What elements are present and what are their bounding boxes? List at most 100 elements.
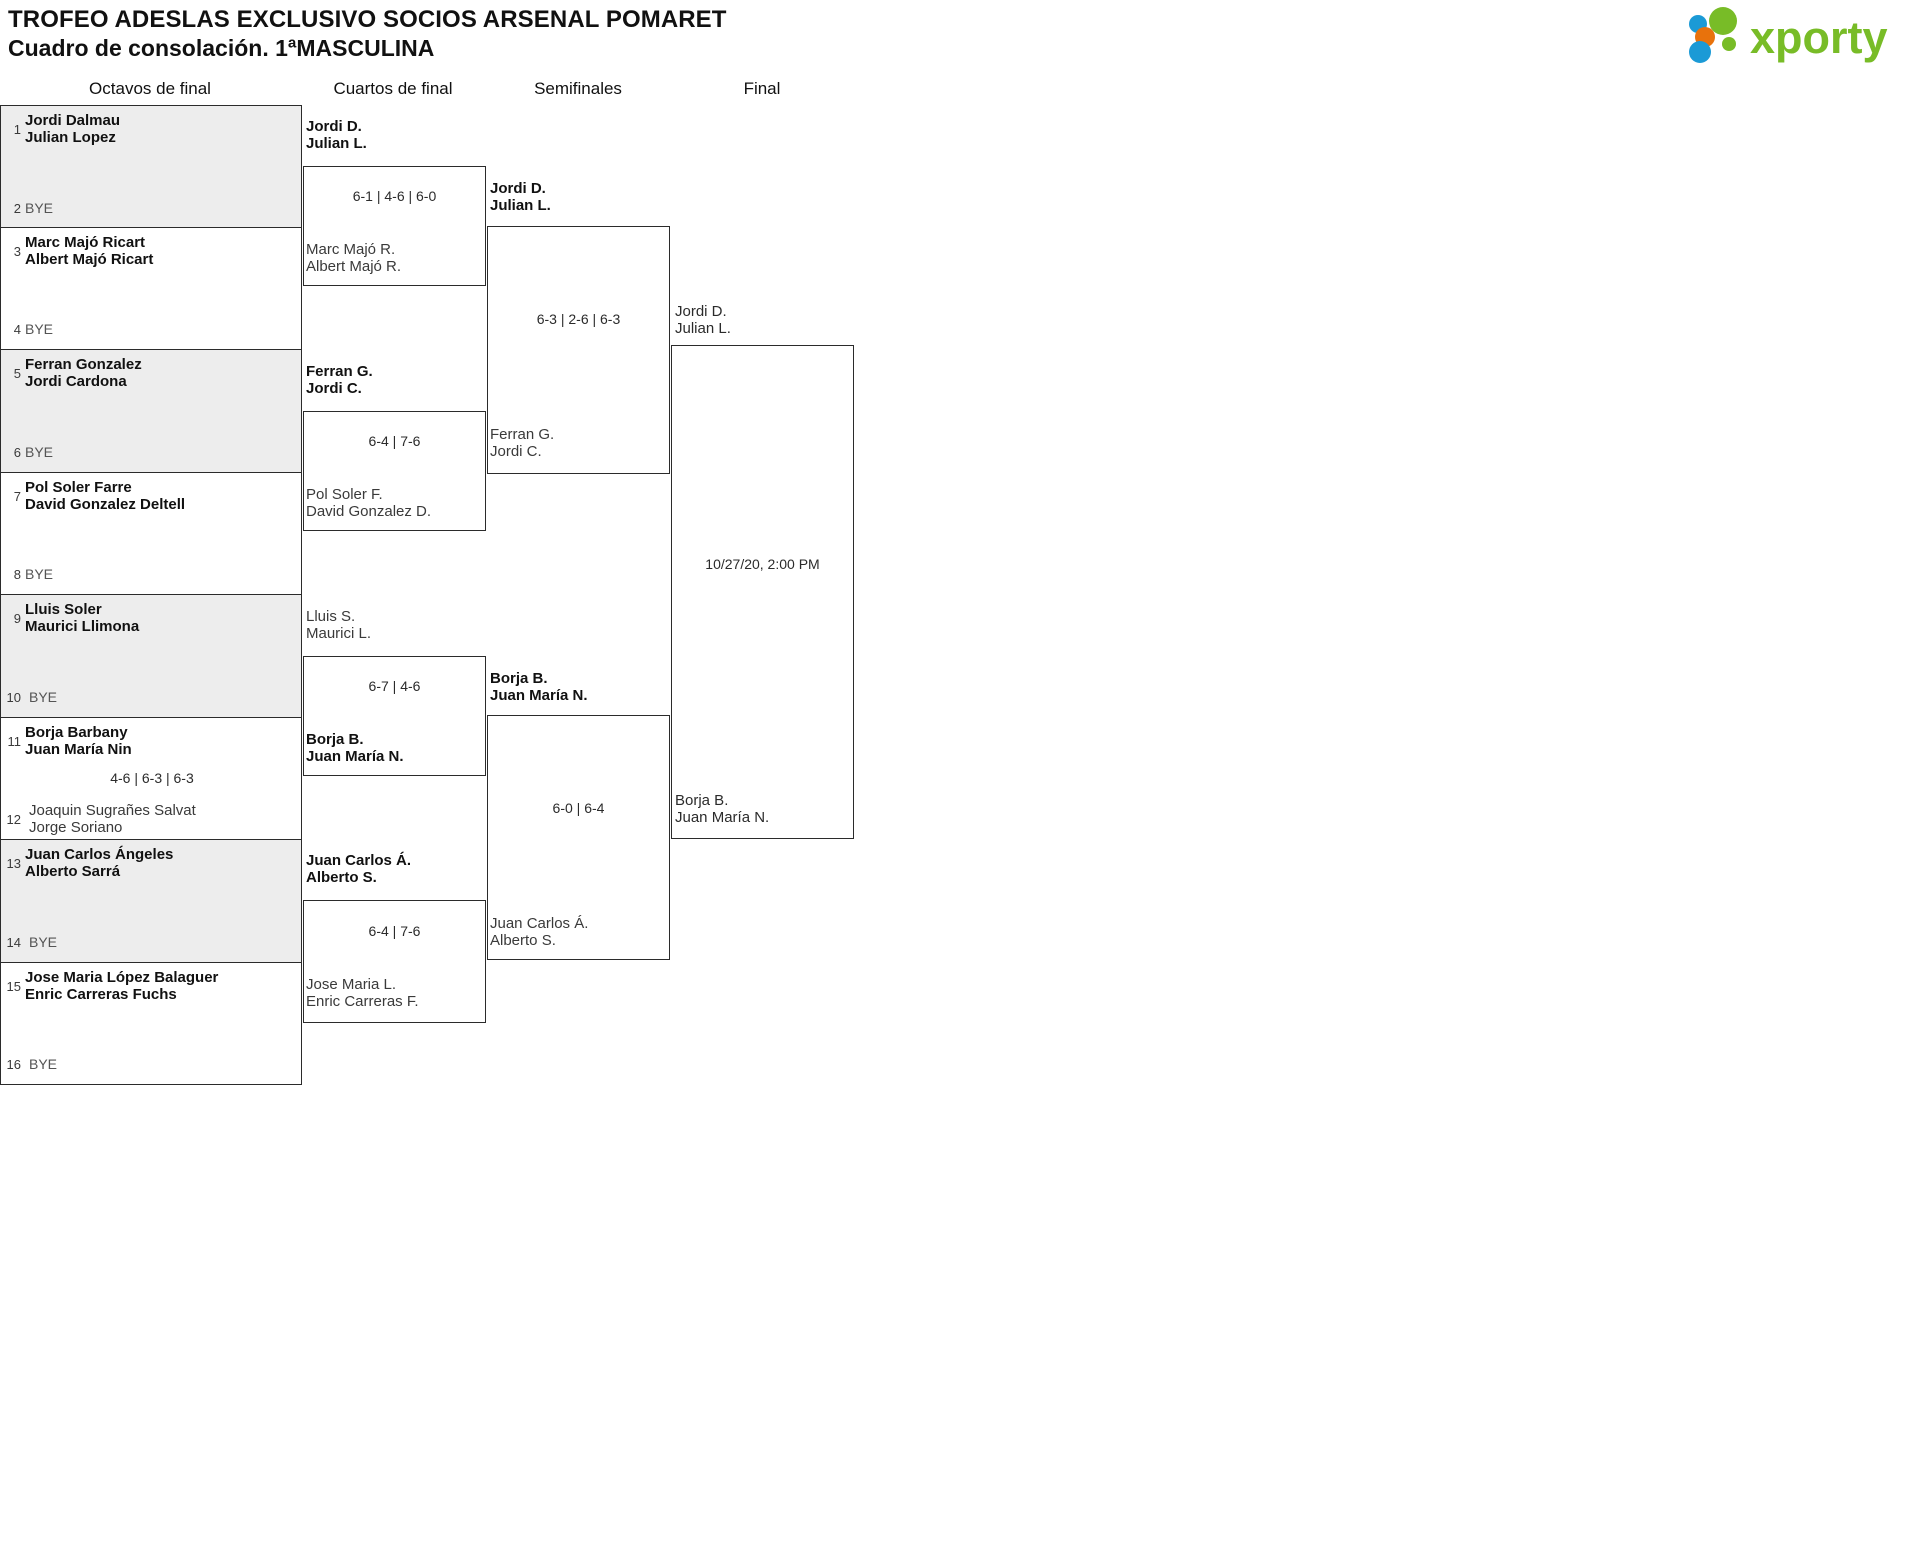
page-header: TROFEO ADESLAS EXCLUSIVO SOCIOS ARSENAL … [0, 0, 1920, 70]
seed-number-13: 13 [6, 856, 21, 871]
sf1-bottom-entrant: Ferran G. Jordi C. [490, 426, 554, 460]
qf4-bottom-entrant: Jose Maria L. Enric Carreras F. [306, 976, 419, 1010]
final-top-line2: Julian L. [675, 320, 731, 337]
seed-number-2: 2 [13, 201, 21, 216]
r1-entrant-8-bye: BYE [25, 566, 54, 582]
r1-entrant-16-bye: BYE [29, 1056, 58, 1072]
qf1-bottom-line1: Marc Majó R. [306, 241, 396, 258]
r1-group-8[interactable]: 15 Jose Maria López Balaguer Enric Carre… [0, 963, 302, 1085]
title-block: TROFEO ADESLAS EXCLUSIVO SOCIOS ARSENAL … [8, 6, 727, 62]
bracket-subtitle: Cuadro de consolación. 1ªMASCULINA [8, 35, 435, 61]
seed-number-4: 4 [13, 322, 21, 337]
sf2-bottom-line2: Alberto S. [490, 932, 556, 949]
qf1-bottom-entrant: Marc Majó R. Albert Majó R. [306, 241, 401, 275]
qf3-bottom-line1: Borja B. [306, 731, 364, 748]
sf2-top-entrant: Borja B. Juan María N. [490, 670, 588, 704]
r1-entrant-3: Marc Majó Ricart Albert Majó Ricart [25, 234, 153, 268]
sf1-bottom-line2: Jordi C. [490, 443, 542, 460]
sf2-bottom-line1: Juan Carlos Á. [490, 915, 589, 932]
seed-number-5: 5 [13, 366, 21, 381]
logo-dot-blue-bottom [1689, 41, 1711, 63]
qf2-bottom-line2: David Gonzalez D. [306, 503, 432, 520]
r1-entrant-1: Jordi Dalmau Julian Lopez [25, 112, 120, 146]
seed-number-16: 16 [6, 1057, 21, 1072]
r1-entrant-13-line1: Juan Carlos Ángeles [25, 846, 174, 863]
r1-group-2[interactable]: 3 Marc Majó Ricart Albert Majó Ricart 4 … [0, 228, 302, 350]
r1-entrant-12-line2: Jorge Soriano [29, 819, 123, 836]
final-bottom-line1: Borja B. [675, 792, 729, 809]
r1-entrant-15-line1: Jose Maria López Balaguer [25, 969, 219, 986]
qf1-bottom-line2: Albert Majó R. [306, 258, 402, 275]
r1-entrant-12: Joaquin Sugrañes Salvat Jorge Soriano [29, 802, 196, 836]
logo-dot-green-small [1722, 37, 1736, 51]
seed-number-1: 1 [13, 122, 21, 137]
seed-number-8: 8 [13, 567, 21, 582]
r1-entrant-15: Jose Maria López Balaguer Enric Carreras… [25, 969, 218, 1003]
seed-number-3: 3 [13, 244, 21, 259]
xporty-logo-svg: xporty [1689, 7, 1888, 63]
r1-group-1[interactable]: 1 Jordi Dalmau Julian Lopez 2 BYE [0, 105, 302, 228]
r1-entrant-5-line2: Jordi Cardona [25, 373, 127, 390]
r1-match-6-score: 4-6 | 6-3 | 6-3 [110, 770, 194, 786]
sf2-top-line2: Juan María N. [490, 687, 588, 704]
r1-group-5[interactable]: 9 Lluis Soler Maurici Llimona 10 BYE [0, 595, 302, 718]
qf2-match-box[interactable] [303, 411, 486, 531]
r1-entrant-14-bye: BYE [29, 934, 58, 950]
logo-dot-green-big [1709, 7, 1737, 35]
qf3-top-entrant: Lluis S. Maurici L. [306, 608, 371, 642]
qf1-top-entrant: Jordi D. Julian L. [306, 118, 367, 152]
r1-entrant-6-bye: BYE [25, 444, 54, 460]
r1-entrant-3-line1: Marc Majó Ricart [25, 234, 146, 251]
qf4-bottom-line2: Enric Carreras F. [306, 993, 419, 1010]
round-header-final: Final [743, 79, 781, 98]
tournament-title: TROFEO ADESLAS EXCLUSIVO SOCIOS ARSENAL … [8, 6, 727, 33]
r1-entrant-13-line2: Alberto Sarrá [25, 863, 121, 880]
seed-number-15: 15 [6, 979, 21, 994]
final-top-line1: Jordi D. [675, 303, 727, 320]
sf2-match-box[interactable] [487, 715, 670, 960]
r1-entrant-5: Ferran Gonzalez Jordi Cardona [25, 356, 142, 390]
r1-entrant-11: Borja Barbany Juan María Nin [25, 724, 132, 758]
qf3-match-box[interactable] [303, 656, 486, 776]
sf1-top-line1: Jordi D. [490, 180, 546, 197]
r1-entrant-10-bye: BYE [29, 689, 58, 705]
r1-group-4[interactable]: 7 Pol Soler Farre David Gonzalez Deltell… [0, 473, 302, 595]
r1-entrant-12-line1: Joaquin Sugrañes Salvat [29, 802, 196, 819]
sf2-bottom-entrant: Juan Carlos Á. Alberto S. [490, 915, 588, 949]
final-datetime: 10/27/20, 2:00 PM [705, 556, 820, 572]
round-header-cuartos: Cuartos de final [333, 79, 453, 98]
r1-entrant-13: Juan Carlos Ángeles Alberto Sarrá [25, 846, 173, 880]
sf1-top-line2: Julian L. [490, 197, 551, 214]
qf4-score: 6-4 | 7-6 [368, 923, 421, 939]
seed-number-12: 12 [6, 812, 21, 827]
qf4-match-box[interactable] [303, 900, 486, 1023]
r1-group-7[interactable]: 13 Juan Carlos Ángeles Alberto Sarrá 14 … [0, 840, 302, 963]
qf2-top-line2: Jordi C. [306, 380, 362, 397]
qf1-match-box[interactable] [303, 166, 486, 286]
qf2-bottom-line1: Pol Soler F. [306, 486, 383, 503]
qf4-top-line2: Alberto S. [306, 869, 377, 886]
xporty-logo[interactable]: xporty [1676, 6, 1908, 64]
r1-entrant-4-bye: BYE [25, 321, 54, 337]
round-header-octavos: Octavos de final [89, 79, 211, 98]
seed-number-9: 9 [13, 611, 21, 626]
r1-entrant-9: Lluis Soler Maurici Llimona [25, 601, 139, 635]
r1-entrant-15-line2: Enric Carreras Fuchs [25, 986, 177, 1003]
qf3-bottom-line2: Juan María N. [306, 748, 404, 765]
final-match-box[interactable] [671, 345, 854, 839]
qf1-top-line2: Julian L. [306, 135, 367, 152]
r1-group-3[interactable]: 5 Ferran Gonzalez Jordi Cardona 6 BYE [0, 350, 302, 473]
r1-entrant-9-line2: Maurici Llimona [25, 618, 140, 635]
sf1-score: 6-3 | 2-6 | 6-3 [536, 311, 621, 327]
qf2-bottom-entrant: Pol Soler F. David Gonzalez D. [306, 486, 431, 520]
sf1-match-box[interactable] [487, 226, 670, 474]
qf4-bottom-line1: Jose Maria L. [306, 976, 397, 993]
qf1-top-line1: Jordi D. [306, 118, 362, 135]
r1-entrant-7: Pol Soler Farre David Gonzalez Deltell [25, 479, 185, 513]
r1-entrant-3-line2: Albert Majó Ricart [25, 251, 154, 268]
seed-number-11: 11 [7, 734, 22, 749]
r1-group-6[interactable]: 11 Borja Barbany Juan María Nin 4-6 | 6-… [0, 718, 302, 840]
qf1-score: 6-1 | 4-6 | 6-0 [352, 188, 437, 204]
r1-entrant-1-line1: Jordi Dalmau [25, 112, 121, 129]
